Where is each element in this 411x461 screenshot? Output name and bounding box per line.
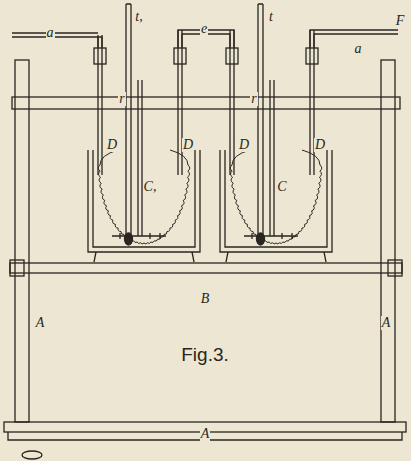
part-letter: r (250, 92, 257, 106)
part-letter: D (106, 138, 118, 152)
coupling (174, 48, 186, 64)
tube (230, 30, 314, 175)
part-letter: a (354, 42, 363, 56)
foot (22, 451, 42, 459)
coupling (306, 48, 318, 64)
tube (98, 30, 182, 175)
clamp (388, 260, 402, 276)
top-crossbar (12, 97, 400, 109)
part-letter: B (200, 292, 211, 306)
part-letter: D (238, 138, 250, 152)
stirrer-ticks (120, 233, 292, 239)
right-post (381, 60, 395, 422)
bag-outline (98, 150, 190, 244)
part-letter: t (268, 10, 274, 24)
bag-outline (230, 150, 322, 244)
thermometer (126, 4, 131, 235)
part-letter: A (200, 427, 211, 441)
part-letter: e (200, 22, 208, 36)
stirrer (112, 80, 166, 236)
lower-crossbar (10, 263, 402, 273)
coupling (226, 48, 238, 64)
tube-a (12, 33, 102, 48)
beaker (220, 150, 332, 252)
part-letter: A (35, 316, 46, 330)
thermometer (258, 4, 263, 235)
bag-outlines (98, 150, 322, 244)
part-letter: D (182, 138, 194, 152)
part-letter: A (381, 316, 392, 330)
beaker-foot (94, 252, 326, 262)
part-letter: C (276, 180, 287, 194)
part-letter: C, (143, 180, 158, 194)
stirrer (244, 80, 298, 236)
part-letter: r (118, 92, 125, 106)
figure-caption: Fig.3. (180, 345, 230, 364)
part-letter: t, (134, 10, 143, 24)
part-letter: D (314, 138, 326, 152)
left-post (15, 60, 29, 422)
coupling (94, 48, 106, 64)
beaker (88, 150, 200, 252)
part-letter: F (395, 14, 406, 28)
clamp (10, 260, 24, 276)
part-letter: a (46, 26, 55, 40)
